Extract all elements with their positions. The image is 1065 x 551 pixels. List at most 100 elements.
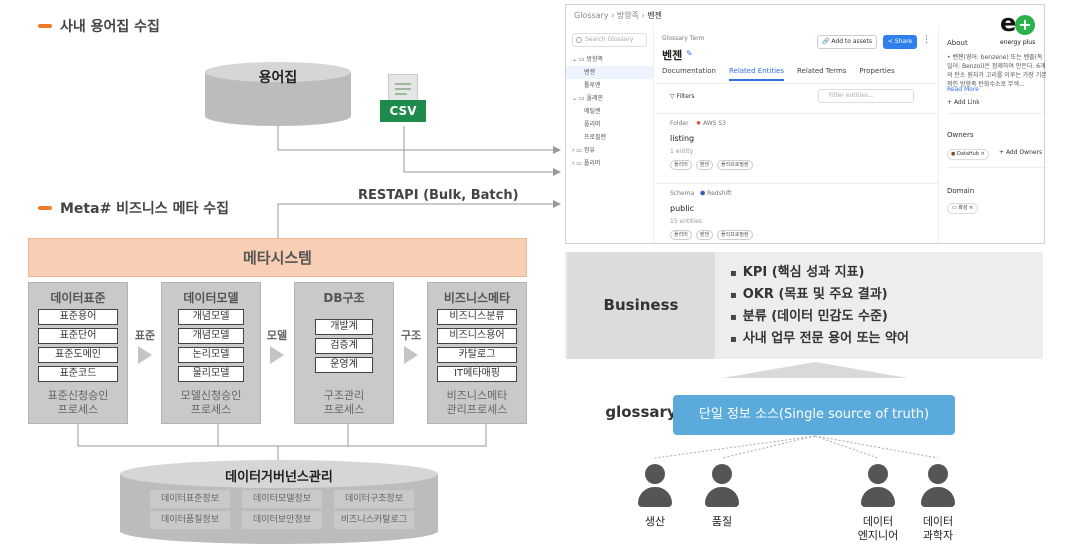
csv-to-app-line	[403, 126, 561, 176]
add-owners-button[interactable]: + Add Owners	[999, 149, 1043, 156]
glossary-db-label: 용어집	[258, 70, 298, 86]
breadcrumb-item[interactable]: 방향족	[616, 11, 639, 20]
tree-item[interactable]: 벤젠	[566, 66, 653, 79]
entity-source: ✹ AWS S3	[696, 120, 727, 127]
read-more-link[interactable]: Read More	[947, 86, 979, 93]
share-button[interactable]: < Share	[883, 35, 917, 49]
flow-model: 모델	[262, 327, 292, 364]
add-to-assets-button[interactable]: 🔗 Add to assets	[817, 35, 877, 49]
business-glossary-list: KPI (핵심 성과 지표) OKR (목표 및 주요 결과) 분류 (데이터 …	[730, 262, 909, 350]
column-footer: 비즈니스메타 관리프로세스	[446, 389, 508, 416]
up-arrow-icon	[722, 362, 908, 378]
owner-chip[interactable]: ● DataHub ×	[947, 149, 989, 160]
tab-bar: Documentation Related Entities Related T…	[662, 67, 895, 81]
flow-label: 구조	[400, 329, 422, 342]
meta-system-banner: 메타시스템	[28, 238, 527, 277]
tree-item[interactable]: 톨루엔	[584, 82, 601, 89]
breadcrumb-item[interactable]: Glossary	[574, 11, 609, 20]
tree-item[interactable]: 프로필렌	[584, 134, 607, 141]
single-source-of-truth-box: 단일 정보 소스(Single source of truth)	[673, 395, 955, 435]
list-item: 운영계	[315, 357, 373, 373]
term-chip[interactable]: 폴리프로필렌	[717, 230, 753, 240]
term-chip[interactable]: 벤젠	[695, 160, 714, 170]
tree-item[interactable]: › ▭ 정유	[572, 147, 595, 154]
meta-to-app-line	[277, 200, 561, 238]
plus-icon: +	[1015, 15, 1035, 35]
column-footer: 표준신청승인 프로세스	[47, 389, 109, 416]
column-data-model: 데이터모델 개념모델 개념모델 논리모델 물리모델 모델신청승인 프로세스	[161, 282, 261, 424]
orange-dash-icon	[38, 24, 52, 28]
entity-kind: Schema	[670, 190, 695, 197]
tab-related-terms[interactable]: Related Terms	[796, 67, 847, 75]
filters-button[interactable]: ▽ Filters	[670, 93, 695, 100]
section-title-meta-text: Meta# 비즈니스 메타 수집	[60, 201, 229, 217]
list-item: 카탈로그	[437, 347, 517, 363]
list-item: 물리모델	[178, 366, 244, 382]
term-name: 벤젠	[662, 49, 683, 62]
entity-count: 15 entities	[670, 218, 702, 225]
person-label: 생산	[644, 515, 666, 528]
governance-grid: 데이터표준정보 데이터모델정보 데이터구조정보 데이터품질정보 데이터보안정보 …	[150, 490, 422, 529]
db-to-app-line	[277, 122, 561, 154]
term-chip[interactable]: 벤젠	[695, 230, 714, 240]
search-input[interactable]: Search Glossary	[572, 33, 647, 47]
list-item: 비즈니스분류	[437, 309, 517, 325]
tree-item[interactable]: ⌄ ▭ 올레핀	[572, 95, 604, 102]
term-chip[interactable]: 폴리프로필렌	[717, 160, 753, 170]
glossary-db: 용어집	[205, 62, 351, 126]
column-footer: 모델신청승인 프로세스	[180, 389, 242, 416]
csv-file-icon: CSV	[380, 74, 426, 126]
term-main-panel: Glossary Term 벤젠 ✎ 🔗 Add to assets < Sha…	[656, 27, 938, 243]
tab-properties[interactable]: Properties	[859, 67, 895, 75]
entity-name[interactable]: public	[670, 204, 695, 213]
csv-label: CSV	[380, 100, 426, 122]
flow-label: 모델	[266, 329, 288, 342]
person-label: 데이터 엔지니어	[857, 515, 899, 542]
entity-card[interactable]: Folder ✹ AWS S3 listing 1 entity 플리머 벤젠 …	[656, 113, 938, 177]
more-icon[interactable]: ⋮	[922, 35, 931, 45]
tree-item[interactable]: 플리머	[584, 121, 601, 128]
aws-s3-icon: ✹	[696, 120, 702, 127]
tree-item[interactable]: 에틸렌	[584, 108, 601, 115]
section-title-meta: Meta# 비즈니스 메타 수집	[38, 198, 229, 218]
api-label: RESTAPI (Bulk, Batch)	[358, 188, 519, 203]
governance-cell: 데이터보안정보	[242, 511, 322, 529]
column-title: 비즈니스메타	[443, 291, 511, 305]
entity-card[interactable]: Schema ⬢ Redshift public 15 entities 플리머…	[656, 183, 938, 247]
glossary-app-screenshot: Glossary › 방향족 › 벤젠 Search Glossary ⌄ ▭ …	[565, 4, 1047, 244]
term-chip[interactable]: 플리머	[670, 160, 692, 170]
edit-icon[interactable]: ✎	[686, 49, 693, 58]
governance-title: 데이터거버넌스관리	[225, 470, 333, 485]
search-icon	[576, 37, 582, 43]
column-footer: 구조관리 프로세스	[323, 389, 365, 416]
list-item: 검증계	[315, 338, 373, 354]
filter-entities-input[interactable]: Filter entities...	[818, 89, 914, 103]
tab-related-entities[interactable]: Related Entities	[728, 67, 784, 81]
redshift-icon: ⬢	[700, 190, 706, 197]
person-icon	[712, 464, 732, 484]
add-link-button[interactable]: + Add Link	[947, 99, 980, 106]
glossary-sidebar: Search Glossary ⌄ ▭ 방향족 벤젠 톨루엔 ⌄ ▭ 올레핀 에…	[566, 27, 654, 243]
list-item: 논리모델	[178, 347, 244, 363]
list-item: 사내 업무 전문 용어 또는 약어	[730, 328, 909, 350]
governance-cell: 데이터표준정보	[150, 490, 230, 508]
domain-title: Domain	[947, 187, 975, 195]
column-data-standard: 데이터표준 표준용어 표준단어 표준도메인 표준코드 표준신청승인 프로세스	[28, 282, 128, 424]
domain-chip[interactable]: ▭ 화성 ×	[947, 203, 979, 214]
entity-name[interactable]: listing	[670, 134, 695, 143]
list-item: 표준도메인	[38, 347, 118, 363]
governance-cell: 데이터품질정보	[150, 511, 230, 529]
person-label: 데이터 과학자	[922, 515, 954, 542]
right-arrow-icon	[270, 346, 284, 364]
list-item: 개발계	[315, 319, 373, 335]
avatar: ●	[951, 151, 956, 157]
tree-item[interactable]: › ▭ 폴리머	[572, 160, 601, 167]
list-item: 개념모델	[178, 328, 244, 344]
entity-source: ⬢ Redshift	[700, 190, 732, 197]
right-arrow-icon	[138, 346, 152, 364]
search-placeholder: Search Glossary	[585, 36, 634, 43]
tree-item[interactable]: ⌄ ▭ 방향족	[572, 56, 604, 63]
tab-documentation[interactable]: Documentation	[662, 67, 716, 75]
term-chip[interactable]: 플리머	[670, 230, 692, 240]
